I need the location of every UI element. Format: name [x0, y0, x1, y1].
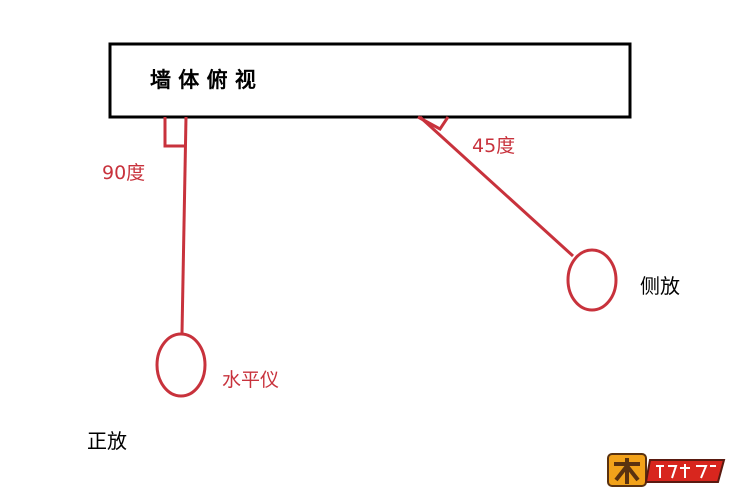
level-circle-front — [155, 332, 207, 398]
front-label: 正放 — [87, 429, 127, 453]
level-circle-side — [566, 248, 618, 312]
angle-label-90: 90度 — [102, 162, 145, 184]
right-angle-marker — [163, 117, 186, 148]
wall-rectangle — [108, 42, 632, 119]
vertical-hanging-line — [180, 116, 188, 334]
watermark-logo — [607, 453, 726, 487]
angle-label-45: 45度 — [472, 135, 515, 157]
wall-label: 墙 体 俯 视 — [150, 68, 256, 92]
level-label: 水平仪 — [222, 369, 279, 391]
diagonal-hanging-line — [418, 115, 575, 258]
side-label: 侧放 — [640, 274, 680, 298]
